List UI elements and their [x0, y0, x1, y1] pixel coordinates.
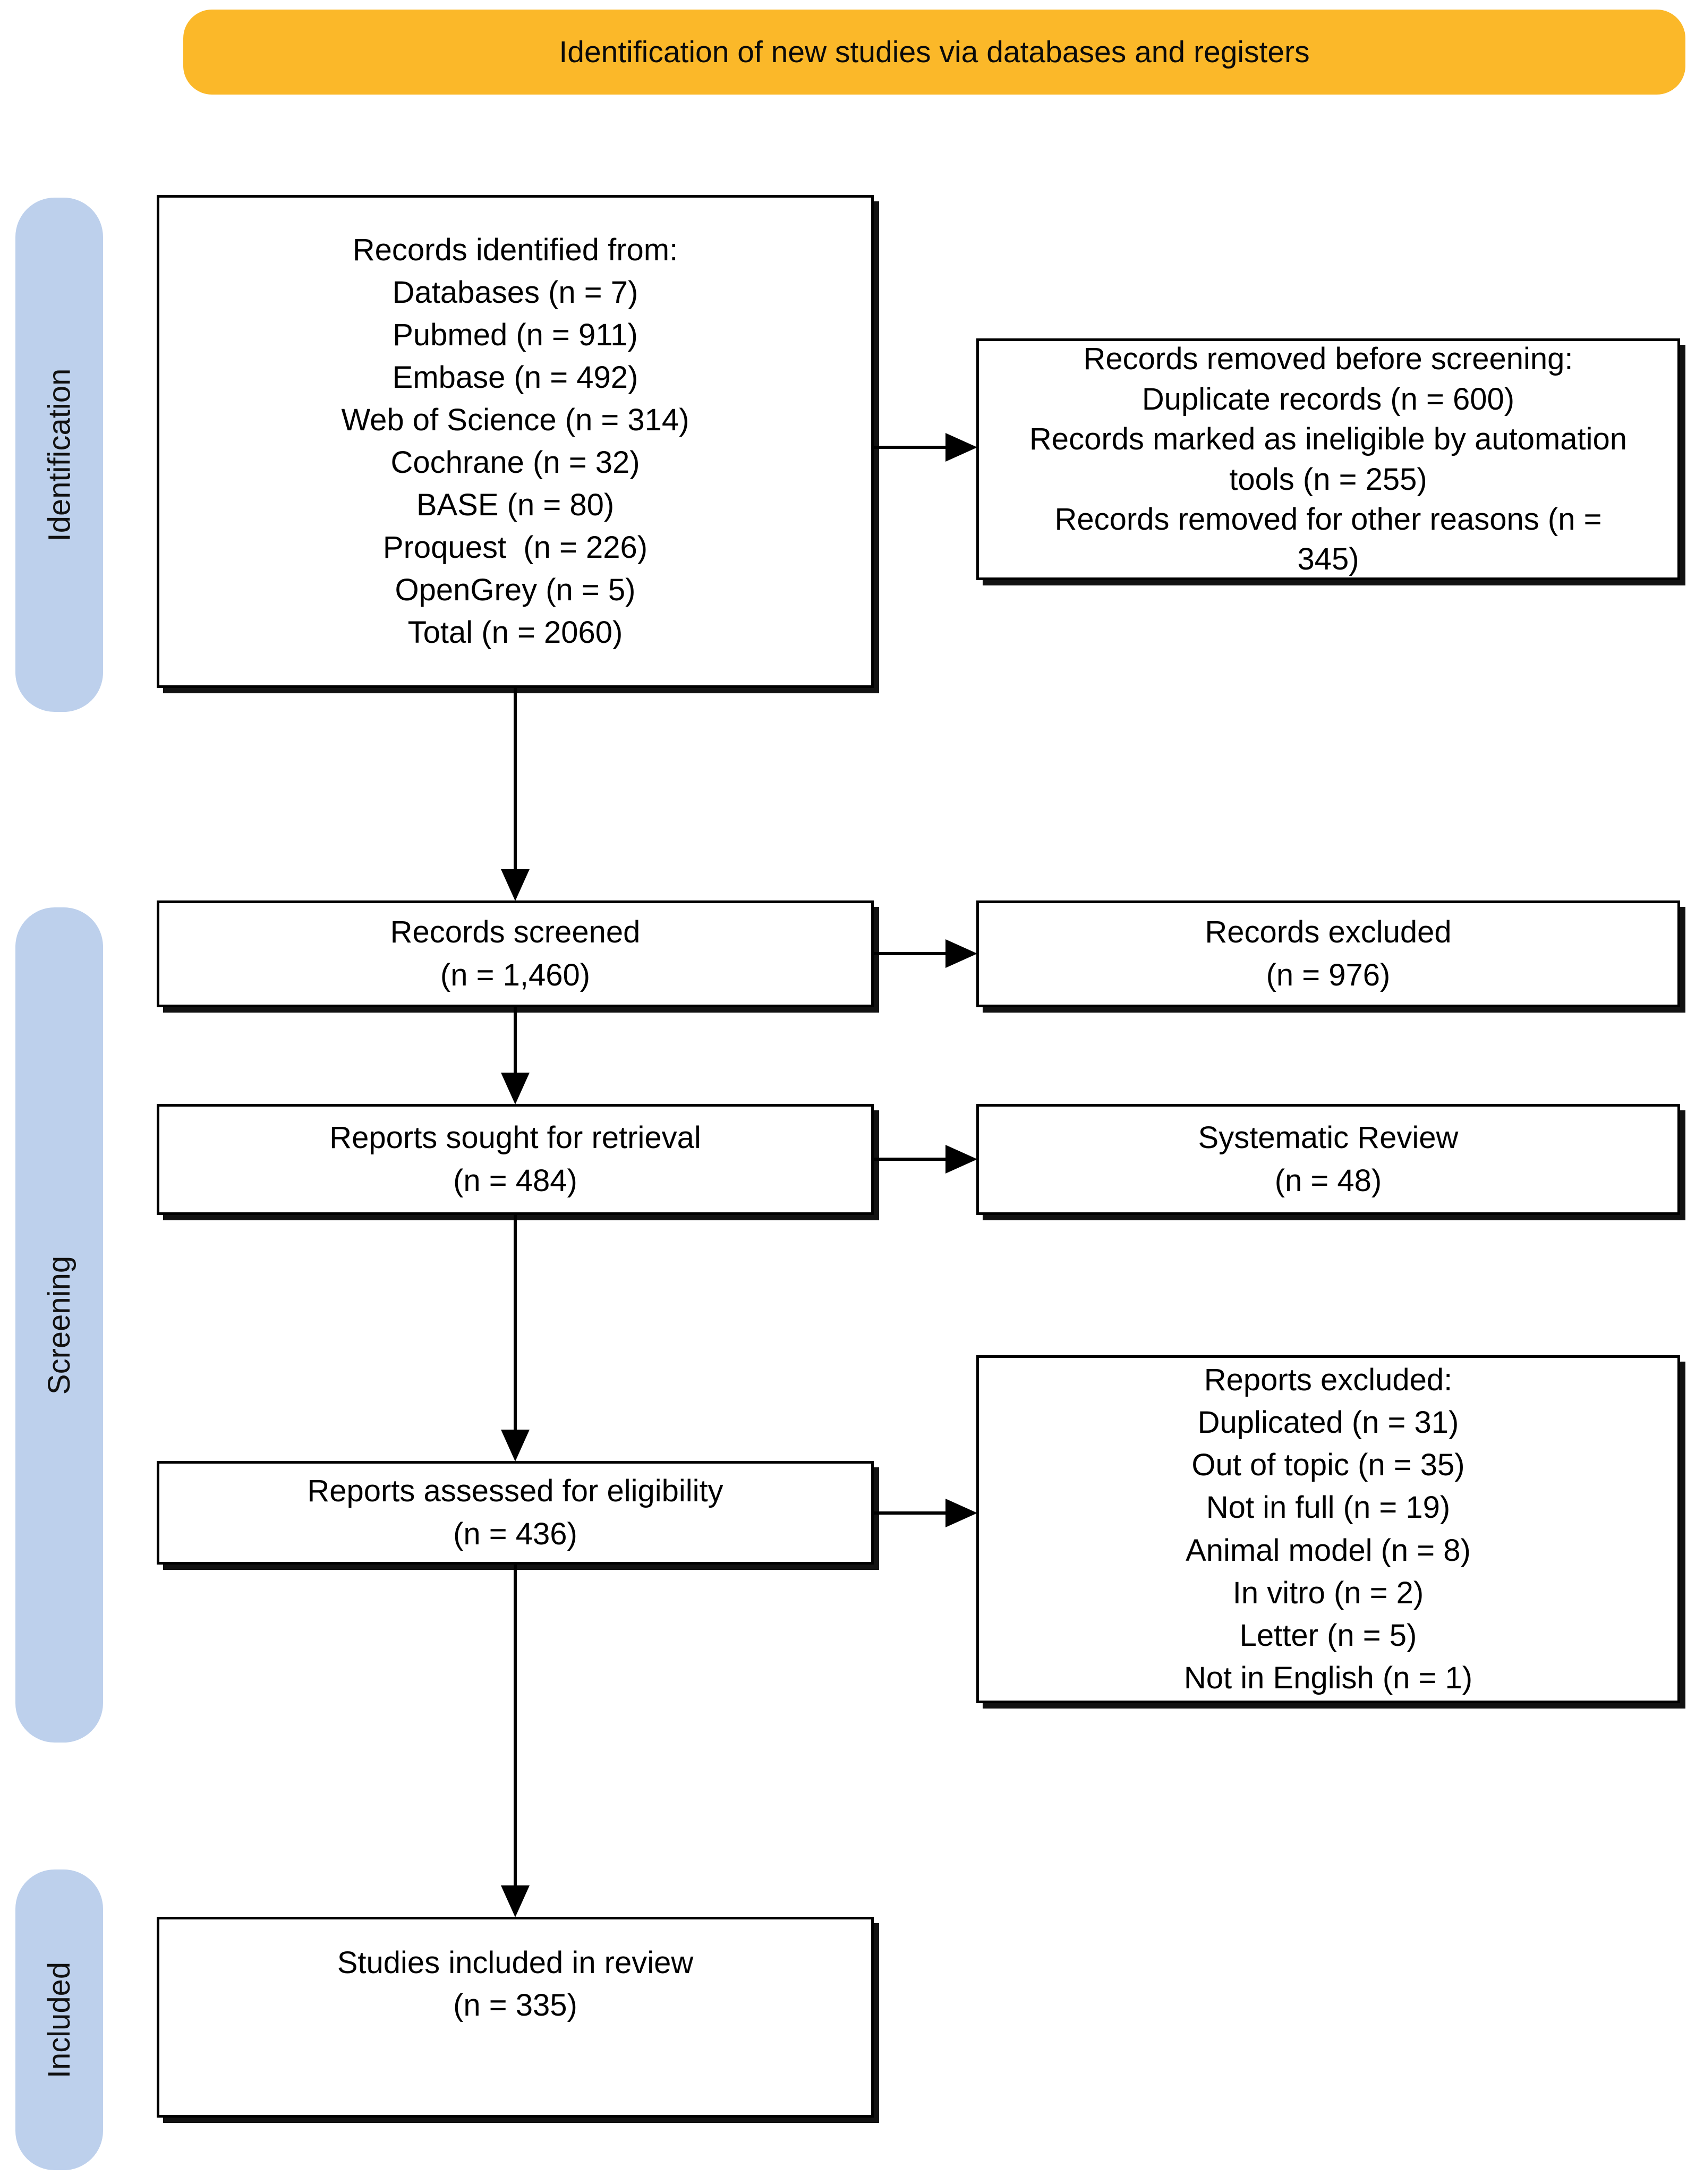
box-line: (n = 484) — [453, 1163, 577, 1198]
box-line: Pubmed (n = 911) — [393, 317, 638, 352]
box-systematic-review: Systematic Review (n = 48) — [976, 1104, 1680, 1215]
sidebar-included: Included — [15, 1869, 103, 2170]
banner-title: Identification of new studies via databa… — [183, 10, 1685, 95]
box-line: (n = 976) — [1266, 957, 1391, 992]
box-line: (n = 436) — [453, 1516, 577, 1551]
box-studies-included: Studies included in review (n = 335) — [157, 1917, 874, 2118]
box-line: (n = 335) — [453, 1988, 577, 2023]
connector-identified-to-removed — [874, 446, 949, 449]
box-line: Web of Science (n = 314) — [341, 402, 689, 437]
sidebar-identification: Identification — [15, 198, 103, 712]
arrowhead-right-icon — [945, 1499, 977, 1527]
box-line: Duplicated (n = 31) — [1197, 1405, 1459, 1440]
box-records-excluded: Records excluded (n = 976) — [976, 900, 1680, 1007]
box-line: Out of topic (n = 35) — [1191, 1448, 1465, 1483]
box-line: Total (n = 2060) — [407, 615, 623, 650]
connector-screened-to-excluded — [874, 952, 949, 955]
box-line: Duplicate records (n = 600) — [1141, 381, 1515, 417]
arrowhead-right-icon — [945, 433, 977, 462]
box-line: Records identified from: — [352, 232, 678, 267]
box-line: (n = 48) — [1274, 1163, 1382, 1198]
box-line: In vitro (n = 2) — [1232, 1575, 1424, 1610]
box-records-identified: Records identified from: Databases (n = … — [157, 195, 874, 688]
box-line: Letter (n = 5) — [1239, 1618, 1417, 1653]
box-line: Records removed before screening: — [1083, 342, 1573, 377]
arrowhead-down-icon — [501, 1885, 530, 1917]
box-line: OpenGrey (n = 5) — [395, 573, 636, 608]
box-line: Systematic Review — [1198, 1120, 1459, 1155]
box-line: Not in full (n = 19) — [1206, 1490, 1451, 1525]
box-line: Studies included in review — [337, 1945, 694, 1980]
box-line: Records excluded — [1205, 915, 1452, 950]
box-line: Reports excluded: — [1204, 1363, 1453, 1398]
box-line: Records removed for other reasons (n = — [1054, 502, 1602, 537]
box-line: BASE (n = 80) — [416, 488, 615, 523]
box-line: Not in English (n = 1) — [1183, 1660, 1473, 1695]
box-line: Reports sought for retrieval — [329, 1120, 701, 1155]
box-line: Reports assessed for eligibility — [307, 1474, 723, 1509]
connector-sought-to-systematic — [874, 1158, 949, 1161]
box-line: Records marked as ineligible by automati… — [1029, 422, 1628, 457]
sidebar-screening-label: Screening — [42, 1255, 77, 1395]
arrowhead-down-icon — [501, 1073, 530, 1104]
connector-identified-to-screened — [514, 688, 517, 873]
box-line: Databases (n = 7) — [392, 275, 638, 310]
sidebar-included-label: Included — [42, 1961, 77, 2078]
connector-screened-to-sought — [514, 1007, 517, 1076]
arrowhead-right-icon — [945, 1145, 977, 1174]
box-records-screened: Records screened (n = 1,460) — [157, 900, 874, 1007]
arrowhead-down-icon — [501, 869, 530, 901]
sidebar-screening: Screening — [15, 907, 103, 1743]
arrowhead-down-icon — [501, 1430, 530, 1461]
connector-sought-to-assessed — [514, 1215, 517, 1433]
box-line: Embase (n = 492) — [392, 360, 638, 395]
box-line: Records screened — [390, 915, 641, 950]
box-records-removed: Records removed before screening: Duplic… — [976, 338, 1680, 580]
box-line: tools (n = 255) — [1229, 462, 1427, 497]
box-reports-sought: Reports sought for retrieval (n = 484) — [157, 1104, 874, 1215]
box-reports-assessed: Reports assessed for eligibility (n = 43… — [157, 1461, 874, 1565]
box-line: Animal model (n = 8) — [1186, 1533, 1471, 1568]
arrowhead-right-icon — [945, 939, 977, 968]
connector-assessed-to-excluded — [874, 1511, 949, 1515]
connector-assessed-to-included — [514, 1565, 517, 1889]
sidebar-identification-label: Identification — [42, 368, 76, 541]
box-line: Proquest (n = 226) — [382, 530, 648, 565]
box-line: (n = 1,460) — [440, 957, 591, 992]
box-reports-excluded: Reports excluded: Duplicated (n = 31) Ou… — [976, 1355, 1680, 1703]
box-line: 345) — [1297, 542, 1359, 577]
box-line: Cochrane (n = 32) — [390, 445, 640, 480]
